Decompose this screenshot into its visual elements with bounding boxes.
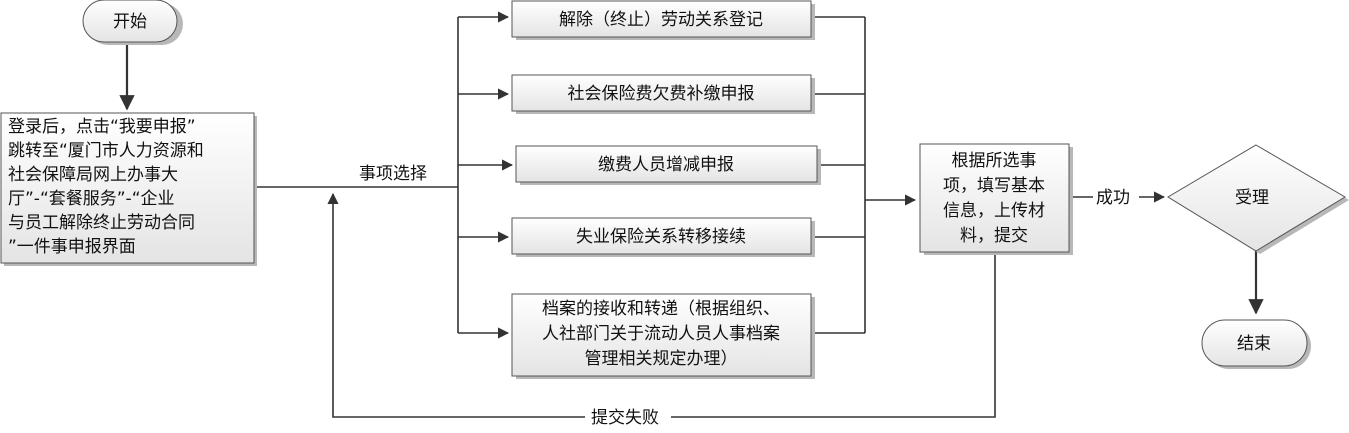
fill-line-2: 项，填写基本 [943,176,1045,196]
item-label-3: 缴费人员增减申报 [598,155,734,175]
login-line-2: 跳转至“厦门市人力资源和 [8,141,204,161]
item-label-1: 解除（终止）劳动关系登记 [559,10,763,30]
login-line-6: ”一件事申报界面 [8,237,136,257]
success-label-bg [1093,186,1139,208]
end-node: 结束 [1201,319,1311,369]
login-node: 登录后，点击“我要申报” 跳转至“厦门市人力资源和 社会保障局网上办事大 厅”-… [0,112,257,266]
fill-node: 根据所选事 项，填写基本 信息，上传材 料，提交 [919,143,1073,255]
item-label-4: 失业保险关系转移接续 [576,227,746,247]
start-node: 开始 [82,0,183,45]
login-line-5: 与员工解除终止劳动合同 [8,213,195,233]
item-node-5: 档案的接收和转递（根据组织、 人社部门关于流动人员人事档案 管理相关规定办理） [511,293,815,379]
item-node-2: 社会保险费欠费补缴申报 [511,74,815,114]
login-line-3: 社会保障局网上办事大 [8,165,178,185]
item-node-1: 解除（终止）劳动关系登记 [511,0,815,40]
login-line-1: 登录后，点击“我要申报” [8,117,196,137]
select-label-bg [356,162,446,184]
fill-line-3: 信息，上传材 [943,201,1045,221]
item5-line-2: 人社部门关于流动人员人事档案 [542,324,780,344]
accept-label: 受理 [1235,188,1269,208]
item-node-4: 失业保险关系转移接续 [511,217,815,257]
login-line-4: 厅”-“套餐服务”-“企业 [8,189,175,209]
item5-line-1: 档案的接收和转递（根据组织、 [542,299,780,319]
item-node-3: 缴费人员增减申报 [515,145,821,185]
fail-label-bg [585,406,671,428]
edge-label-fail: 提交失败 [591,408,659,428]
edge-label-select: 事项选择 [359,164,427,184]
start-label: 开始 [113,12,147,32]
item5-line-3: 管理相关规定办理） [585,349,738,369]
accept-node: 受理 [1167,144,1349,254]
item-label-2: 社会保险费欠费补缴申报 [568,84,755,104]
fill-line-1: 根据所选事 [952,151,1037,171]
end-label: 结束 [1237,334,1271,354]
fill-line-4: 料，提交 [960,226,1028,246]
edge-label-success: 成功 [1096,188,1130,208]
